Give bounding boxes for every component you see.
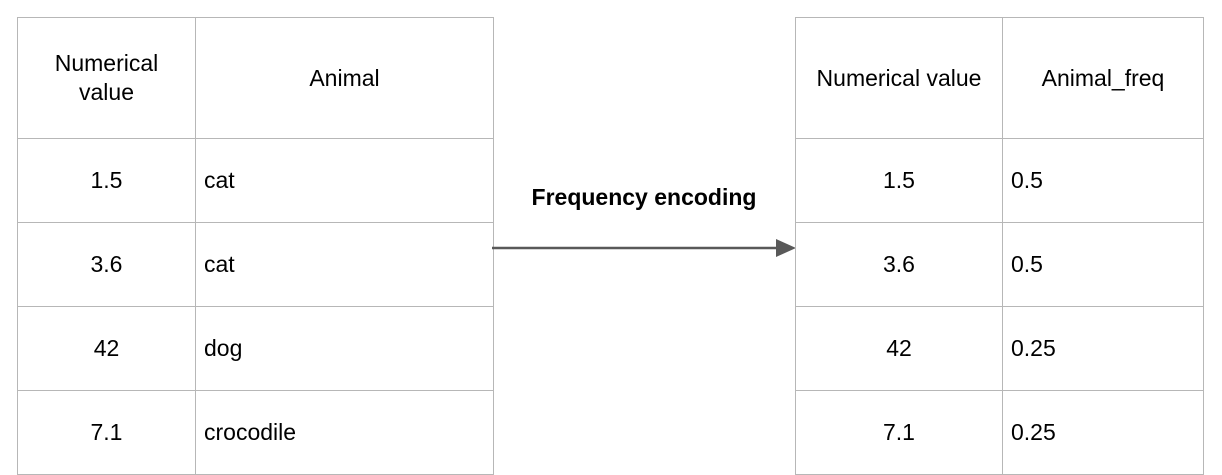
table-row: 42 dog [17,306,494,391]
cell-numerical-value: 42 [795,306,1003,391]
cell-numerical-value: 3.6 [17,222,196,307]
cell-numerical-value: 7.1 [17,390,196,475]
output-table: Numerical value Animal_freq 1.5 0.5 3.6 … [795,17,1204,475]
table-header-row: Numerical value Animal [17,17,494,139]
table-header-row: Numerical value Animal_freq [795,17,1204,139]
right-arrow-icon [492,239,796,257]
cell-animal: cat [195,138,494,223]
cell-animal: cat [195,222,494,307]
table-row: 1.5 cat [17,138,494,223]
cell-animal-freq: 0.25 [1002,306,1204,391]
table-row: 7.1 crocodile [17,390,494,475]
cell-numerical-value: 42 [17,306,196,391]
table-row: 3.6 cat [17,222,494,307]
input-table: Numerical value Animal 1.5 cat 3.6 cat 4… [17,17,494,475]
cell-numerical-value: 1.5 [17,138,196,223]
column-header-animal-freq: Animal_freq [1002,17,1204,139]
table-row: 1.5 0.5 [795,138,1204,223]
table-row: 3.6 0.5 [795,222,1204,307]
table-row: 42 0.25 [795,306,1204,391]
column-header-numerical-value: Numerical value [17,17,196,139]
column-header-animal: Animal [195,17,494,139]
column-header-numerical-value: Numerical value [795,17,1003,139]
cell-animal-freq: 0.5 [1002,138,1204,223]
cell-animal: dog [195,306,494,391]
transformation-arrow-group: Frequency encoding [488,184,800,266]
cell-numerical-value: 3.6 [795,222,1003,307]
cell-numerical-value: 1.5 [795,138,1003,223]
cell-animal: crocodile [195,390,494,475]
frequency-encoding-diagram: Numerical value Animal 1.5 cat 3.6 cat 4… [17,17,1204,475]
cell-animal-freq: 0.5 [1002,222,1204,307]
cell-numerical-value: 7.1 [795,390,1003,475]
arrow-label: Frequency encoding [531,184,757,210]
